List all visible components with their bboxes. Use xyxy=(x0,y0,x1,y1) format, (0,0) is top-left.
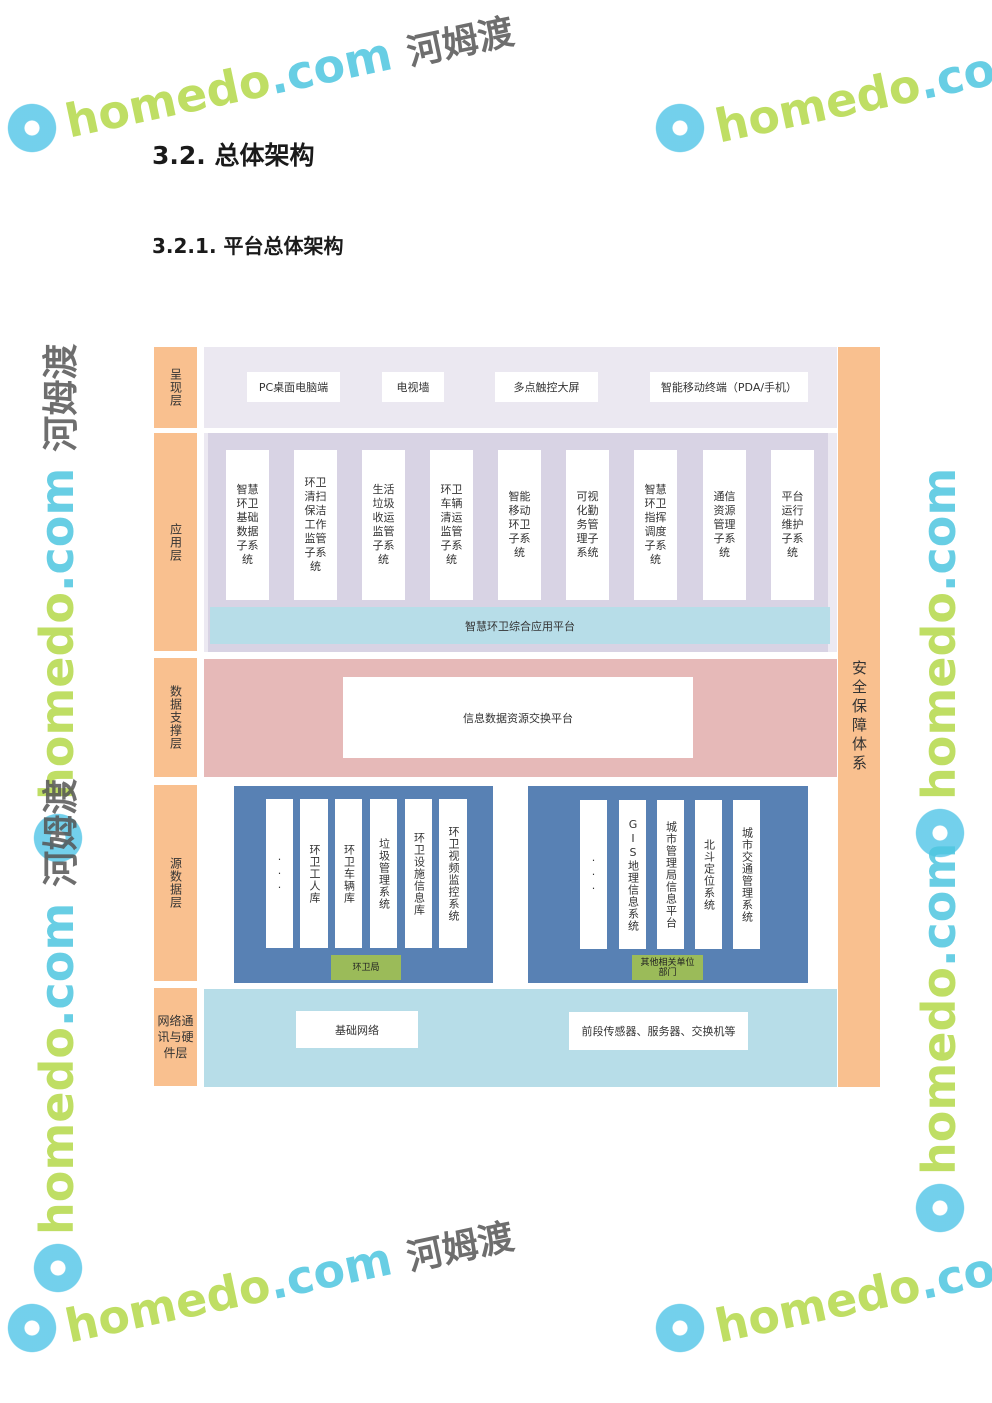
watermark-logo-icon xyxy=(912,1180,968,1236)
watermark-latin: homedo xyxy=(60,52,276,149)
network-basic: 基础网络 xyxy=(296,1011,418,1048)
network-hardware: 前段传感器、服务器、交换机等 xyxy=(569,1012,748,1050)
layer-label-network: 网络通讯与硬件层 xyxy=(154,988,197,1086)
watermark-dot: .com xyxy=(912,842,966,967)
source-item: 垃圾管理系统 xyxy=(370,799,397,948)
app-subsystem: 环卫车辆清运监管子系统 xyxy=(430,450,473,600)
watermark: homedo.com 河姆渡 xyxy=(30,344,89,800)
data-exchange-platform: 信息数据资源交换平台 xyxy=(343,677,693,758)
watermark-latin: homedo xyxy=(30,591,84,800)
presentation-tv-wall: 电视墙 xyxy=(382,372,444,402)
watermark: homedo.com xyxy=(710,32,992,154)
watermark-dot: .com xyxy=(263,26,397,106)
watermark-latin: homedo xyxy=(912,966,966,1175)
source-group-label: 其他相关单位部门 xyxy=(632,955,703,980)
source-item: 城市交通管理系统 xyxy=(733,800,760,949)
watermark-latin: homedo xyxy=(30,1026,84,1235)
app-subsystem: 智能移动环卫子系统 xyxy=(498,450,541,600)
watermark: homedo.com xyxy=(710,1232,992,1354)
layer-label-presentation: 呈现层 xyxy=(154,347,197,428)
watermark-logo-icon xyxy=(30,810,86,866)
watermark-dot: .com xyxy=(913,1231,992,1311)
source-item: 北斗定位系统 xyxy=(695,800,722,949)
layer-label-data-support: 数据支撑层 xyxy=(154,658,197,777)
app-subsystem: 生活垃圾收运监管子系统 xyxy=(362,450,405,600)
watermark-logo-icon xyxy=(912,805,968,861)
app-subsystem: 智慧环卫基础数据子系统 xyxy=(226,450,269,600)
app-subsystem: 通信资源管理子系统 xyxy=(703,450,746,600)
presentation-mobile: 智能移动终端（PDA/手机） xyxy=(650,372,808,402)
layer-label-source-data: 源数据层 xyxy=(154,785,197,981)
watermark-cn: 河姆渡 xyxy=(41,343,82,452)
watermark-latin: homedo xyxy=(912,591,966,800)
source-item: 环卫工人库 xyxy=(300,799,328,948)
watermark-logo-icon xyxy=(4,1300,60,1356)
watermark-logo-icon xyxy=(652,1300,708,1356)
app-subsystem: 可视化勤务管理子系统 xyxy=(566,450,609,600)
app-subsystem: 智慧环卫指挥调度子系统 xyxy=(634,450,677,600)
source-item: 环卫设施信息库 xyxy=(405,799,432,948)
source-item: 环卫车辆库 xyxy=(335,799,362,948)
subsection-heading: 3.2.1. 平台总体架构 xyxy=(152,234,344,258)
watermark-logo-icon xyxy=(30,1240,86,1296)
app-subsystem: 平台运行维护子系统 xyxy=(771,450,814,600)
watermark: homedo.com 河姆渡 xyxy=(60,1,518,149)
watermark: homedo.com xyxy=(912,843,966,1175)
presentation-pc: PC桌面电脑端 xyxy=(247,372,340,402)
app-platform-bar: 智慧环卫综合应用平台 xyxy=(210,607,830,644)
source-item: GIS地理信息系统 xyxy=(619,800,646,949)
layer-label-application: 应用层 xyxy=(154,433,197,651)
watermark: homedo.com xyxy=(912,468,966,800)
source-item: 城市管理局信息平台 xyxy=(657,800,684,949)
section-heading: 3.2. 总体架构 xyxy=(152,141,315,170)
source-item: ··· xyxy=(266,799,293,948)
source-group-label: 环卫局 xyxy=(331,955,401,980)
presentation-touch-screen: 多点触控大屏 xyxy=(495,372,598,402)
watermark-latin: homedo xyxy=(710,57,926,154)
watermark-dot: .com xyxy=(263,1231,397,1311)
watermark-dot: .com xyxy=(30,467,84,592)
watermark-logo-icon xyxy=(652,100,708,156)
app-subsystem: 环卫清扫保洁工作监管子系统 xyxy=(294,450,337,600)
watermark-latin: homedo xyxy=(60,1257,276,1354)
watermark-cn: 河姆渡 xyxy=(403,11,518,75)
watermark-cn: 河姆渡 xyxy=(403,1216,518,1280)
source-item: ··· xyxy=(580,800,607,949)
watermark-dot: .com xyxy=(912,467,966,592)
source-item: 环卫视频监控系统 xyxy=(439,799,467,948)
watermark-dot: .com xyxy=(913,31,992,111)
security-system-bar: 安全保障体系 xyxy=(838,347,880,1087)
watermark-logo-icon xyxy=(4,100,60,156)
watermark: homedo.com 河姆渡 xyxy=(60,1206,518,1354)
watermark-dot: .com xyxy=(30,902,84,1027)
watermark-latin: homedo xyxy=(710,1257,926,1354)
